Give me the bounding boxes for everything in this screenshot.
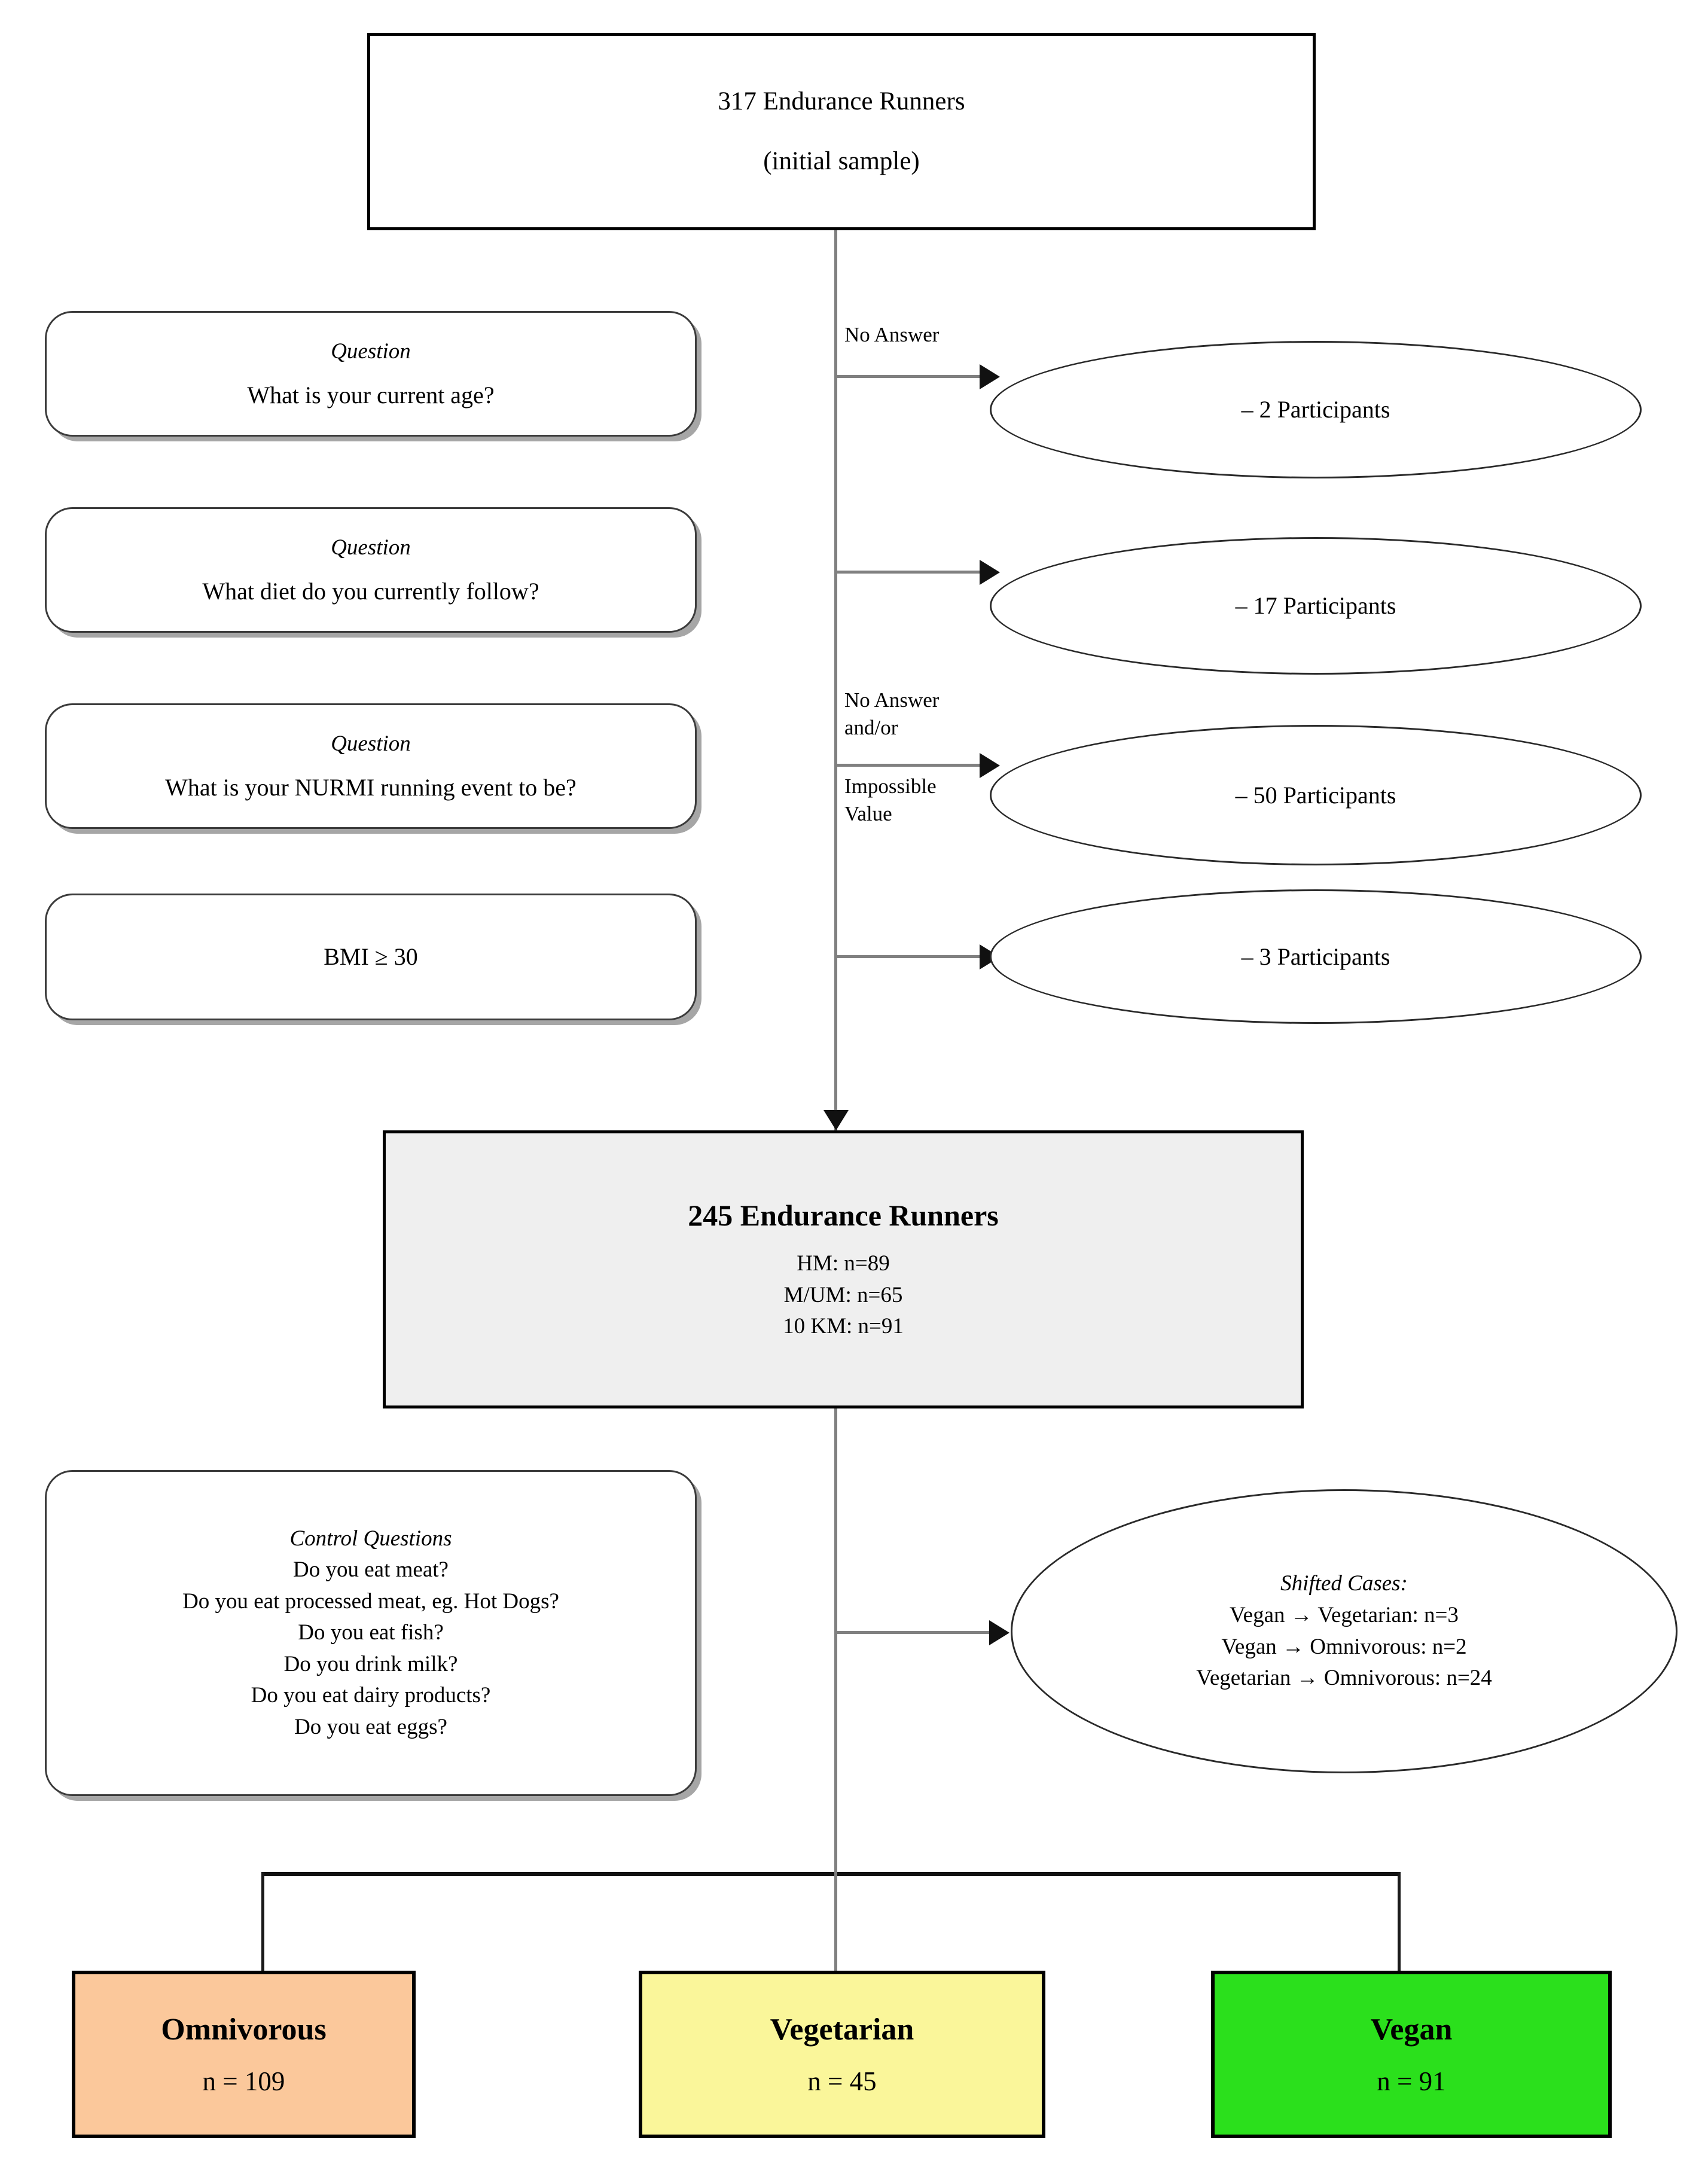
criterion-box-bmi: BMI ≥ 30 bbox=[45, 894, 697, 1020]
edge-line-exclusion-4 bbox=[835, 955, 992, 958]
outcome-count-omnivorous: n = 109 bbox=[202, 2066, 285, 2097]
control-questions-box: Control Questions Do you eat meat? Do yo… bbox=[45, 1470, 697, 1796]
edge-arrowhead-exclusion-2 bbox=[980, 560, 1000, 585]
edge-label-exclusion-1: No Answer bbox=[844, 323, 940, 346]
outcome-label-vegetarian: Vegetarian bbox=[770, 2013, 914, 2047]
criterion-text-3: What is your NURMI running event to be? bbox=[165, 773, 577, 801]
criterion-box-age: Question What is your current age? bbox=[45, 311, 697, 437]
criterion-text-1: What is your current age? bbox=[247, 381, 495, 408]
control-question-item-4: Do you drink milk? bbox=[283, 1651, 458, 1676]
trunk-arrowhead-to-245 bbox=[824, 1110, 849, 1130]
edge-arrowhead-shifted-cases bbox=[989, 1620, 1009, 1645]
shifted-cases-oval: Shifted Cases: Vegan → Vegetarian: n=3 V… bbox=[1011, 1489, 1678, 1773]
outcome-label-vegan: Vegan bbox=[1370, 2013, 1453, 2047]
edge-line-shifted-cases bbox=[835, 1631, 1002, 1634]
exclusion-count-3: – 50 Participants bbox=[1235, 781, 1396, 809]
control-question-item-1: Do you eat meat? bbox=[293, 1557, 449, 1583]
criterion-text-2: What diet do you currently follow? bbox=[202, 577, 539, 605]
exclusion-oval-2: – 17 Participants bbox=[990, 537, 1642, 675]
exclusion-oval-4: – 3 Participants bbox=[990, 889, 1642, 1024]
initial-sample-line2: (initial sample) bbox=[763, 147, 920, 175]
control-question-item-6: Do you eat eggs? bbox=[294, 1714, 447, 1739]
exclusion-count-4: – 3 Participants bbox=[1241, 943, 1390, 970]
criterion-text-4: BMI ≥ 30 bbox=[324, 943, 418, 971]
control-question-item-2: Do you eat processed meat, eg. Hot Dogs? bbox=[182, 1589, 559, 1614]
node-initial-sample: 317 Endurance Runners (initial sample) bbox=[367, 33, 1316, 230]
initial-sample-line1: 317 Endurance Runners bbox=[718, 87, 965, 116]
criterion-kind-label-3: Question bbox=[331, 731, 411, 757]
control-question-item-5: Do you eat dairy products? bbox=[251, 1683, 491, 1708]
exclusion-oval-3: – 50 Participants bbox=[990, 725, 1642, 865]
exclusion-count-1: – 2 Participants bbox=[1241, 396, 1390, 423]
middle-node-detail-hm: HM: n=89 bbox=[797, 1251, 890, 1276]
criterion-kind-label-2: Question bbox=[331, 535, 411, 560]
criterion-kind-label-1: Question bbox=[331, 339, 411, 364]
branch-bus-line bbox=[261, 1872, 1401, 1876]
edge-line-exclusion-2 bbox=[835, 571, 992, 574]
outcome-box-omnivorous: Omnivorous n = 109 bbox=[72, 1971, 416, 2138]
trunk-line-upper bbox=[834, 230, 837, 1139]
edge-label-exclusion-3-below: Impossible Value bbox=[844, 775, 937, 825]
edge-arrowhead-exclusion-1 bbox=[980, 364, 1000, 389]
outcome-count-vegetarian: n = 45 bbox=[807, 2066, 877, 2097]
exclusion-count-2: – 17 Participants bbox=[1235, 592, 1396, 620]
shifted-case-item-1: Vegan → Vegetarian: n=3 bbox=[1230, 1602, 1459, 1627]
edge-line-exclusion-1 bbox=[835, 375, 992, 378]
outcome-box-vegetarian: Vegetarian n = 45 bbox=[639, 1971, 1045, 2138]
shifted-case-item-3: Vegetarian → Omnivorous: n=24 bbox=[1196, 1666, 1492, 1691]
outcome-box-vegan: Vegan n = 91 bbox=[1211, 1971, 1612, 2138]
exclusion-oval-1: – 2 Participants bbox=[990, 341, 1642, 478]
branch-drop-omnivorous bbox=[261, 1872, 264, 1971]
control-question-item-3: Do you eat fish? bbox=[298, 1620, 444, 1645]
edge-arrowhead-exclusion-3 bbox=[980, 753, 1000, 778]
shifted-case-item-2: Vegan → Omnivorous: n=2 bbox=[1221, 1634, 1467, 1659]
edge-label-exclusion-3-above: No Answer and/or bbox=[844, 688, 940, 739]
trunk-line-lower bbox=[834, 1408, 837, 1875]
outcome-count-vegan: n = 91 bbox=[1377, 2066, 1446, 2097]
middle-node-detail-10km: 10 KM: n=91 bbox=[783, 1314, 904, 1339]
node-245-endurance-runners: 245 Endurance Runners HM: n=89 M/UM: n=6… bbox=[383, 1130, 1304, 1408]
control-questions-heading: Control Questions bbox=[289, 1526, 452, 1551]
shifted-cases-heading: Shifted Cases: bbox=[1280, 1571, 1408, 1596]
branch-drop-vegan bbox=[1398, 1872, 1401, 1971]
criterion-box-nurmi-event: Question What is your NURMI running even… bbox=[45, 703, 697, 829]
edge-line-exclusion-3 bbox=[835, 764, 992, 767]
branch-drop-vegetarian bbox=[834, 1872, 837, 1971]
middle-node-title: 245 Endurance Runners bbox=[688, 1199, 999, 1233]
criterion-box-diet: Question What diet do you currently foll… bbox=[45, 507, 697, 633]
outcome-label-omnivorous: Omnivorous bbox=[161, 2013, 327, 2047]
middle-node-detail-mum: M/UM: n=65 bbox=[783, 1282, 903, 1307]
